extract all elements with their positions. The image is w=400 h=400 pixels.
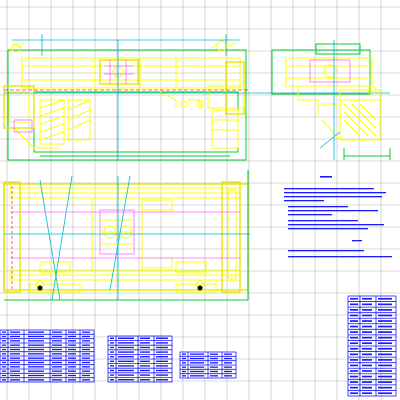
front-elevation-view bbox=[3, 34, 390, 161]
parts-list-1 bbox=[0, 329, 95, 383]
technical-notes bbox=[284, 176, 392, 258]
parts-list-3 bbox=[179, 351, 237, 379]
plan-view bbox=[3, 170, 250, 301]
side-elevation-view bbox=[271, 40, 391, 160]
parts-list-2 bbox=[107, 335, 173, 383]
title-block bbox=[347, 295, 397, 397]
